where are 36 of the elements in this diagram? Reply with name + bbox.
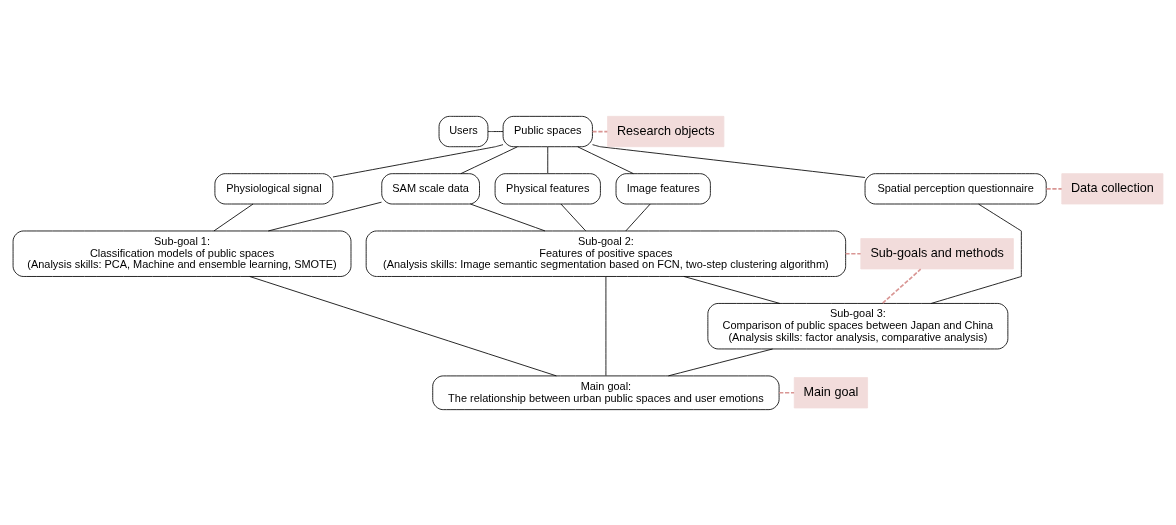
connector <box>547 146 549 174</box>
connector <box>592 143 866 178</box>
connector <box>469 203 546 231</box>
node-box: Public spaces <box>502 115 593 147</box>
node-box: Sub-goal 2: Features of positive spaces (Analysis skills: Image semantic segmentation based on FCN, two-step clustering algorithm) <box>365 230 847 277</box>
node-box: Main goal <box>793 376 868 408</box>
node-box: Sub-goal 3: Comparison of public spaces between Japan and China (Analysis skills: factor analysis, comparative analysis) <box>707 302 1009 349</box>
connector <box>249 275 557 376</box>
connector <box>487 130 504 132</box>
connector <box>881 267 922 304</box>
connector <box>668 348 773 376</box>
connector <box>332 143 504 177</box>
connector <box>778 391 795 394</box>
connector <box>844 252 862 255</box>
node-box: Users <box>438 115 489 147</box>
node-box: Image features <box>615 172 711 204</box>
connector <box>605 275 607 376</box>
node-box: Physiological signal <box>214 172 334 204</box>
node-box: Data collection <box>1061 172 1164 204</box>
connector <box>267 201 382 231</box>
connector <box>1045 187 1063 190</box>
node-box: SAM scale data <box>381 172 480 204</box>
node-box: Physical features <box>494 172 601 204</box>
connector <box>591 130 609 132</box>
connector <box>625 203 651 231</box>
node-box: Research objects <box>607 115 725 147</box>
connector <box>930 203 1022 304</box>
connector <box>683 275 781 304</box>
node-box: Spatial perception questionnaire <box>864 172 1047 204</box>
connector <box>213 203 254 231</box>
connector <box>560 203 587 231</box>
node-box: Main goal: The relationship between urban public spaces and user emotions <box>432 375 780 410</box>
connector <box>460 145 518 174</box>
connector <box>577 145 634 174</box>
node-box: Sub-goal 1: Classification models of public spaces (Analysis skills: PCA, Machine and ensemble learning, SMOTE) <box>12 230 352 277</box>
node-box: Sub-goals and methods <box>860 237 1014 269</box>
